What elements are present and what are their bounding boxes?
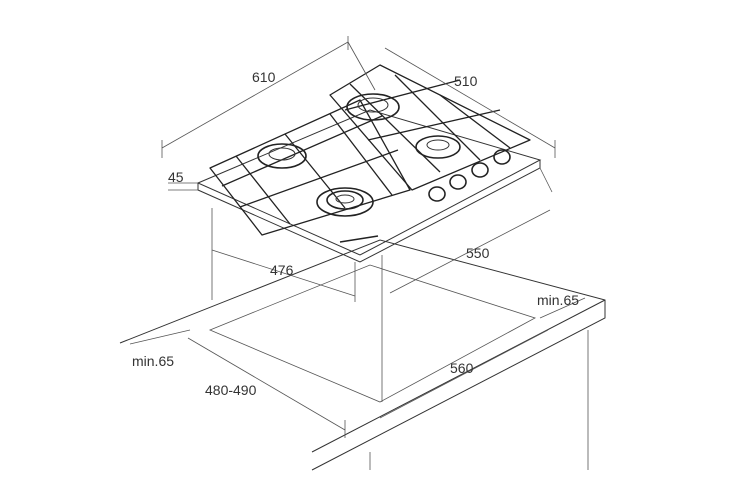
knob-1 bbox=[428, 186, 446, 202]
dim-label-min-clearance-right: min.65 bbox=[537, 292, 579, 308]
hob-body bbox=[196, 109, 542, 263]
control-knobs bbox=[428, 149, 511, 202]
burner-front-right bbox=[415, 135, 461, 159]
knob-4 bbox=[493, 149, 511, 165]
dim-label-cutout-depth: 476 bbox=[270, 262, 294, 278]
knob-3 bbox=[471, 162, 489, 178]
countertop bbox=[119, 208, 606, 471]
burner-back-left bbox=[257, 143, 307, 169]
pan-supports bbox=[209, 64, 531, 236]
dim-label-cutout-width: 550 bbox=[466, 245, 490, 261]
dim-label-depth-total: 510 bbox=[454, 73, 478, 89]
dim-label-width-total: 610 bbox=[252, 69, 276, 85]
burner-front-left-wok bbox=[316, 187, 374, 217]
dim-label-height: 45 bbox=[168, 169, 184, 185]
knob-2 bbox=[449, 174, 467, 190]
dim-label-countertop-width: 560 bbox=[450, 360, 474, 376]
dim-label-countertop-depth: 480-490 bbox=[205, 382, 257, 398]
dim-label-min-clearance-left: min.65 bbox=[132, 353, 174, 369]
burner-back-right bbox=[346, 93, 400, 121]
dimension-lines bbox=[129, 36, 586, 438]
